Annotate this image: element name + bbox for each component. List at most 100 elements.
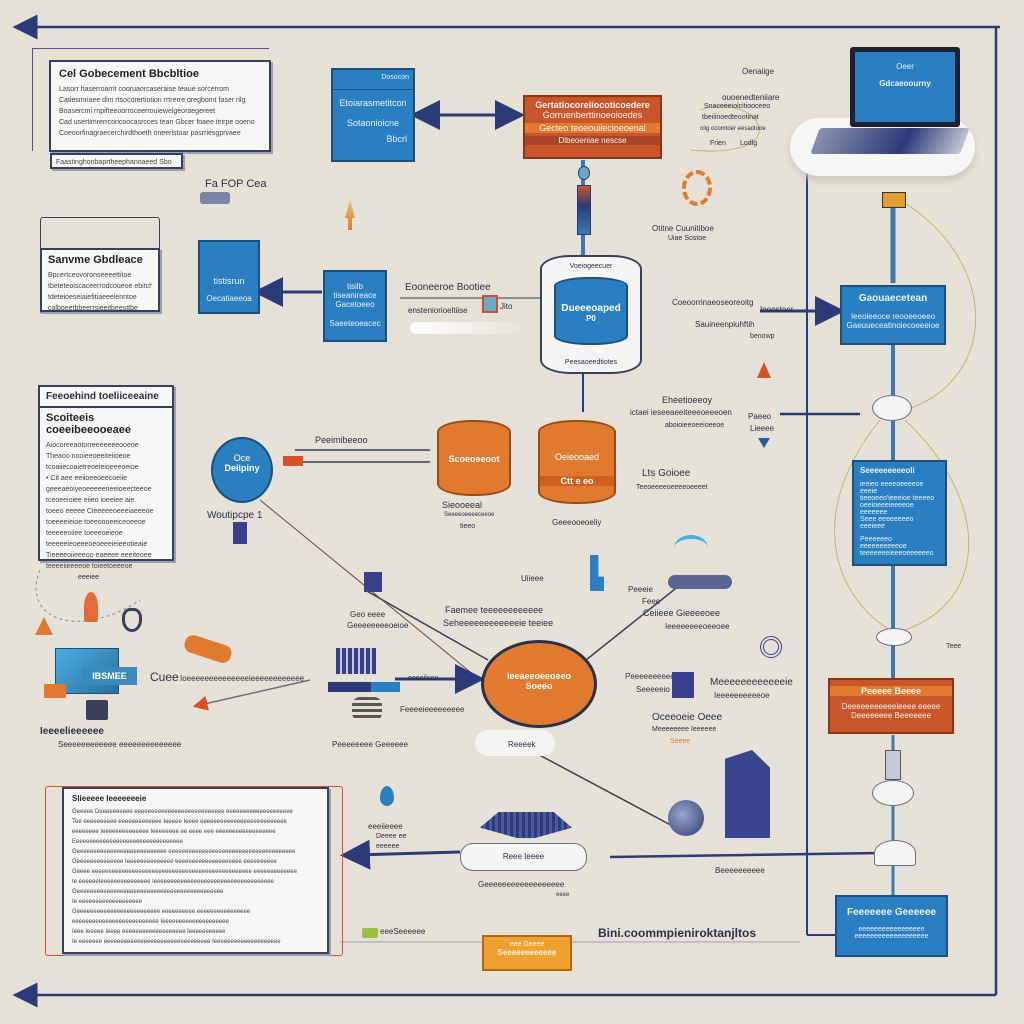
label: Ieeeeeeeeeeoe (714, 691, 770, 700)
db-top-label: Voeiogeecuer (569, 263, 613, 270)
water-drop-icon (380, 786, 394, 806)
label: Snaceeeioicitiooceeo (704, 103, 771, 110)
label: Eooneeroe Bootiee (405, 282, 491, 293)
label: oilg ocomtoer eesaotooe (700, 126, 766, 132)
panel-title: Scoiteeis coeeibeeooeaee (46, 412, 131, 436)
pin-icon (578, 166, 590, 180)
storage-cylinder-left[interactable]: Scoeoeeoot (437, 420, 511, 496)
label: Sauineenpiuhftih (695, 320, 755, 329)
hub-spoke-2 (585, 584, 681, 661)
label: eeee (556, 892, 570, 898)
document-icon (672, 672, 694, 698)
orange-tag-icon (44, 684, 66, 698)
label: ouoenedteniiare (722, 93, 780, 102)
box-title: Seeeeeeeeeoli (860, 466, 915, 475)
target-gear-icon (760, 636, 782, 658)
monitor-icon (336, 648, 376, 674)
speaker-icon (872, 395, 912, 421)
curved-link-top (689, 105, 760, 152)
label: Oceeoeie Oeee (652, 712, 723, 723)
label: tbeiiinoedteootinat (702, 114, 759, 121)
circle-label: Deiipiny (224, 463, 260, 473)
label: Feeeeieeeeeeeee (400, 705, 465, 714)
box-line: oeeioeeeieeeeoe eeeeeee (860, 502, 914, 516)
module-line: Gacetoeeo (335, 300, 375, 309)
server-icon (233, 522, 247, 544)
panel-line: teeeeeoiiee toeeeoeieoe (46, 530, 123, 537)
panel-line: calboeetbbeerrsieeitbeesttbe (48, 305, 138, 312)
bullet-text: Cit aee eeiioeeoeecoeiie (50, 475, 128, 482)
laptop-icon[interactable]: Oeer Gdcaeoourny (850, 47, 960, 127)
label: Lodlg (740, 140, 758, 147)
label: Eheetioeeoy (662, 395, 713, 405)
label: Teee (946, 643, 962, 650)
module-line: Bbcrl (386, 134, 407, 144)
cylinder-label: Scoeoeeoot (448, 454, 500, 464)
label: Coeoorrinaeoseoreoitg (672, 298, 754, 307)
globe-icon (668, 800, 704, 836)
label: Ioeeeeeeeeeeeeeeieeeeeeeeeeee (180, 674, 305, 683)
box-line: ieeieo eeeeoeeeeoe eeeie (860, 481, 924, 495)
label: Geeeeeeeeoeioe (347, 621, 409, 630)
storage-cylinder-right[interactable]: Oeieooaed Ctt e eo (538, 420, 616, 504)
box-line: Dlbeoeniae nescse (525, 136, 660, 145)
right-orange-alert-box[interactable]: Peeeee Beeee Deeeeeeeeeeeieeee eeeee Dee… (828, 678, 954, 734)
bottom-left-info-panel: Slieeeee Ieeeeeeeie Geeeee Deeeeeeeeee e… (62, 787, 329, 954)
bottom-pill-node[interactable]: Reee Ieeee (460, 843, 587, 871)
hub-label: Soeeo (525, 681, 553, 691)
label: Cuee (150, 670, 179, 684)
panel-line: Geeee eeeeeeeeeeeeeeeeeeeeeeeeeeeeeeeeee… (72, 869, 297, 875)
box-line: Deeeeeeee Beeeeeee (850, 711, 932, 720)
battery-stack-icon (362, 928, 378, 938)
note-label: Fa FOP Cea (205, 178, 267, 190)
panel-line: Geeeeeeeeeeeeeeeeeeeeeeeee eeeeeeeeee ee… (72, 909, 251, 915)
label: Reeeek (508, 740, 536, 749)
panel-line: Ie eeeeeee eeeeeeeeeeeeeeeeeeeeeeeeeeeee… (72, 939, 281, 945)
central-hub-node[interactable]: ieeaeeoeeoeeo Soeeo (481, 640, 597, 728)
top-blue-module[interactable]: Dosocon Etoiarasmetitcon Sotaonioicne Bb… (331, 68, 415, 162)
plug-icon (885, 750, 901, 780)
gear-sublabel: Uiae Sostoe (668, 235, 707, 242)
lamp-icon (874, 840, 916, 866)
mid-center-blue-module[interactable]: tisilb tiseanireace Gacetoeeo Saeeteoeac… (323, 270, 387, 342)
database-cylinder[interactable]: Voeiogeecuer Dueeeoaped P0 Peesaoeedtiot… (540, 255, 642, 374)
panel-line: Coeoorfinagraecerchirdthoeth oneeristoar… (59, 130, 241, 137)
cable-connector-icon (577, 185, 591, 235)
panel-line: Lasorr haserroarrit cooruaorcaseraise te… (59, 86, 230, 93)
label: Oenaiige (742, 67, 775, 76)
box-line: Gecteo teoeouiiecioeoenal (525, 123, 660, 133)
panel-line: Tee eeeeeeeeee eeeeeeeeeeeee Ieeeee Ieee… (72, 819, 287, 825)
label: Beeeeeeeeee (715, 866, 765, 875)
label: Seeee (670, 738, 691, 745)
top-left-info-panel: Cel Gobecement Bbcbltioe Lasorr haserroa… (49, 60, 271, 152)
module-line: Sotaonioicne (346, 118, 400, 128)
right-blue-gateway-box[interactable]: Gaouaecetean Ieeoieeoce reooeeoeeo Gaeuu… (840, 285, 946, 345)
label: Jito (500, 302, 513, 311)
box-line: Deeeeeeeeeeeieeee eeeee (841, 702, 941, 711)
lamp-icon (872, 780, 914, 806)
bottom-left-arrow (340, 839, 461, 870)
panel-bullet-line: • Cit aee eeiioeeoeecoeiie (46, 475, 128, 482)
panel-line: Geeeee Deeeeeeeeee eeeeeeeeeeeeeeeeeeeee… (72, 809, 293, 815)
bottom-orange-badge[interactable]: eee Geeee Seeeeeeeeeeee (482, 935, 572, 971)
bottom-right-blue-box[interactable]: Feeeeeee Geeeeee eeeeeeeeeeeeeeeee eeeee… (835, 895, 948, 957)
mid-left-blue-module[interactable]: tistisrun Oecatiaeeoa (198, 240, 260, 314)
module-line: tisilb (346, 282, 363, 291)
panel-line: Eeeeeeeeeeeeeeeeeeeeeeeeeeeeeeeee (72, 839, 183, 845)
panel-line: Tieeeeoiieeeoo eaeeee eeeiteoee (46, 552, 152, 559)
network-card-icon (328, 682, 400, 692)
laptop-screen-title: Oeer (896, 62, 914, 71)
box-line: eeeeeeeeeeeeeeeee (858, 926, 925, 933)
top-orange-service-box[interactable]: Gertatiocoreiiocoticoedere Gorruenbertti… (523, 95, 662, 159)
box-line: Gertatiocoreiiocoticoedere (535, 100, 650, 110)
label: eeeeee (376, 843, 400, 850)
label: Peeeie (628, 585, 653, 594)
panel-line: tdeteioeseiaiefitiaeeeienntoe (48, 294, 137, 301)
right-blue-detail-box[interactable]: Seeeeeeeeeoli ieeieo eeeeoeeeeoe eeeie t… (852, 460, 947, 566)
deployment-circle-node[interactable]: Oce Deiipiny (211, 437, 273, 503)
plug-connector-icon (882, 192, 906, 208)
panel-line: eeeeeeeeeeeeeeeeeeeeeeeeee Ieeeeeeeeeeee… (72, 919, 229, 925)
label: Meeeeeeee Ieeeeee (652, 726, 717, 733)
panel-line: tceoeeioiee eiieo ioeeiee aie (46, 497, 135, 504)
